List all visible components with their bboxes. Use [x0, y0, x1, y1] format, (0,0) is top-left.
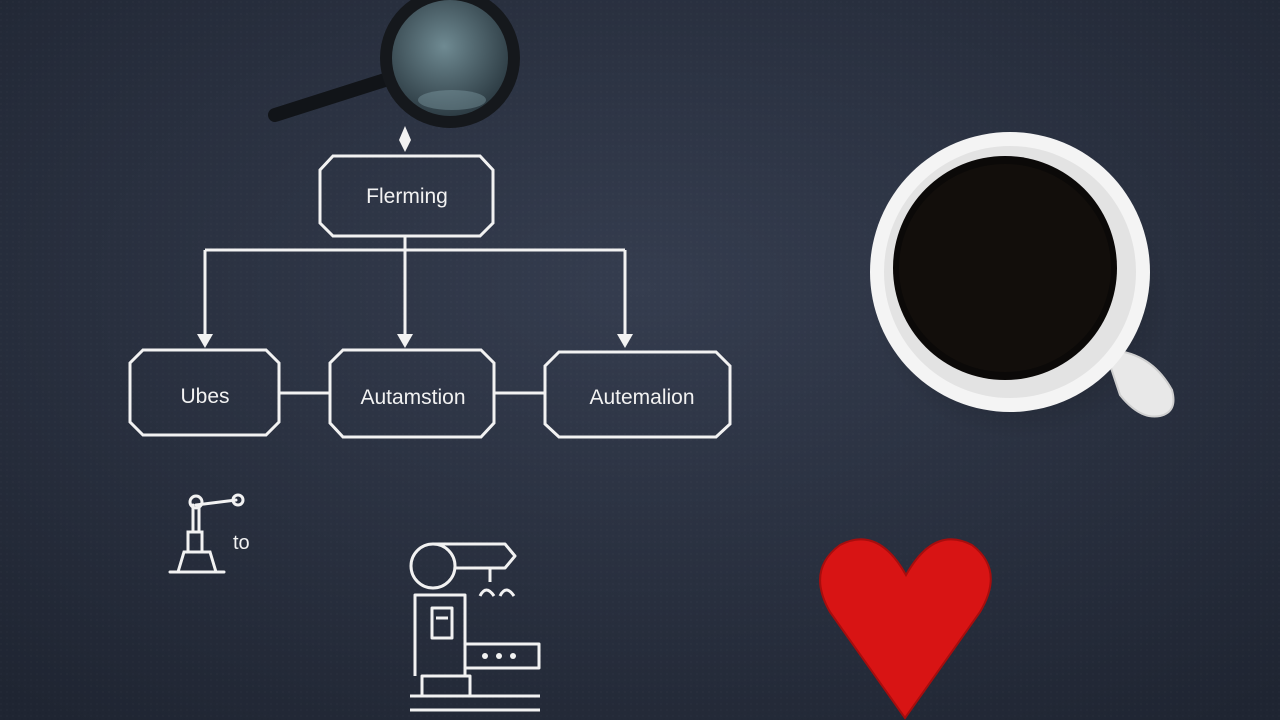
robot-caption: to [233, 532, 250, 554]
industrial-robot-icon [409, 542, 541, 712]
robot-arm-icon [168, 493, 245, 574]
industrial-robot-dots [482, 653, 516, 659]
coffee-cup-icon [870, 132, 1175, 440]
child-node-3-label: Autemalion [589, 386, 694, 409]
diagram-child-node-2: Autamstion [328, 348, 496, 439]
heart-icon [819, 538, 992, 720]
diagram-child-node-1: Ubes [128, 348, 281, 437]
diagram-arrowheads [197, 126, 633, 348]
child-node-2-label: Autamstion [360, 386, 465, 409]
child-node-1-label: Ubes [180, 385, 229, 408]
root-node-label: Flerming [366, 185, 448, 208]
diagram-root-node: Flerming [318, 154, 495, 238]
diagram-child-node-3: Autemalion [543, 350, 732, 439]
magnifying-glass-icon [268, 0, 520, 128]
